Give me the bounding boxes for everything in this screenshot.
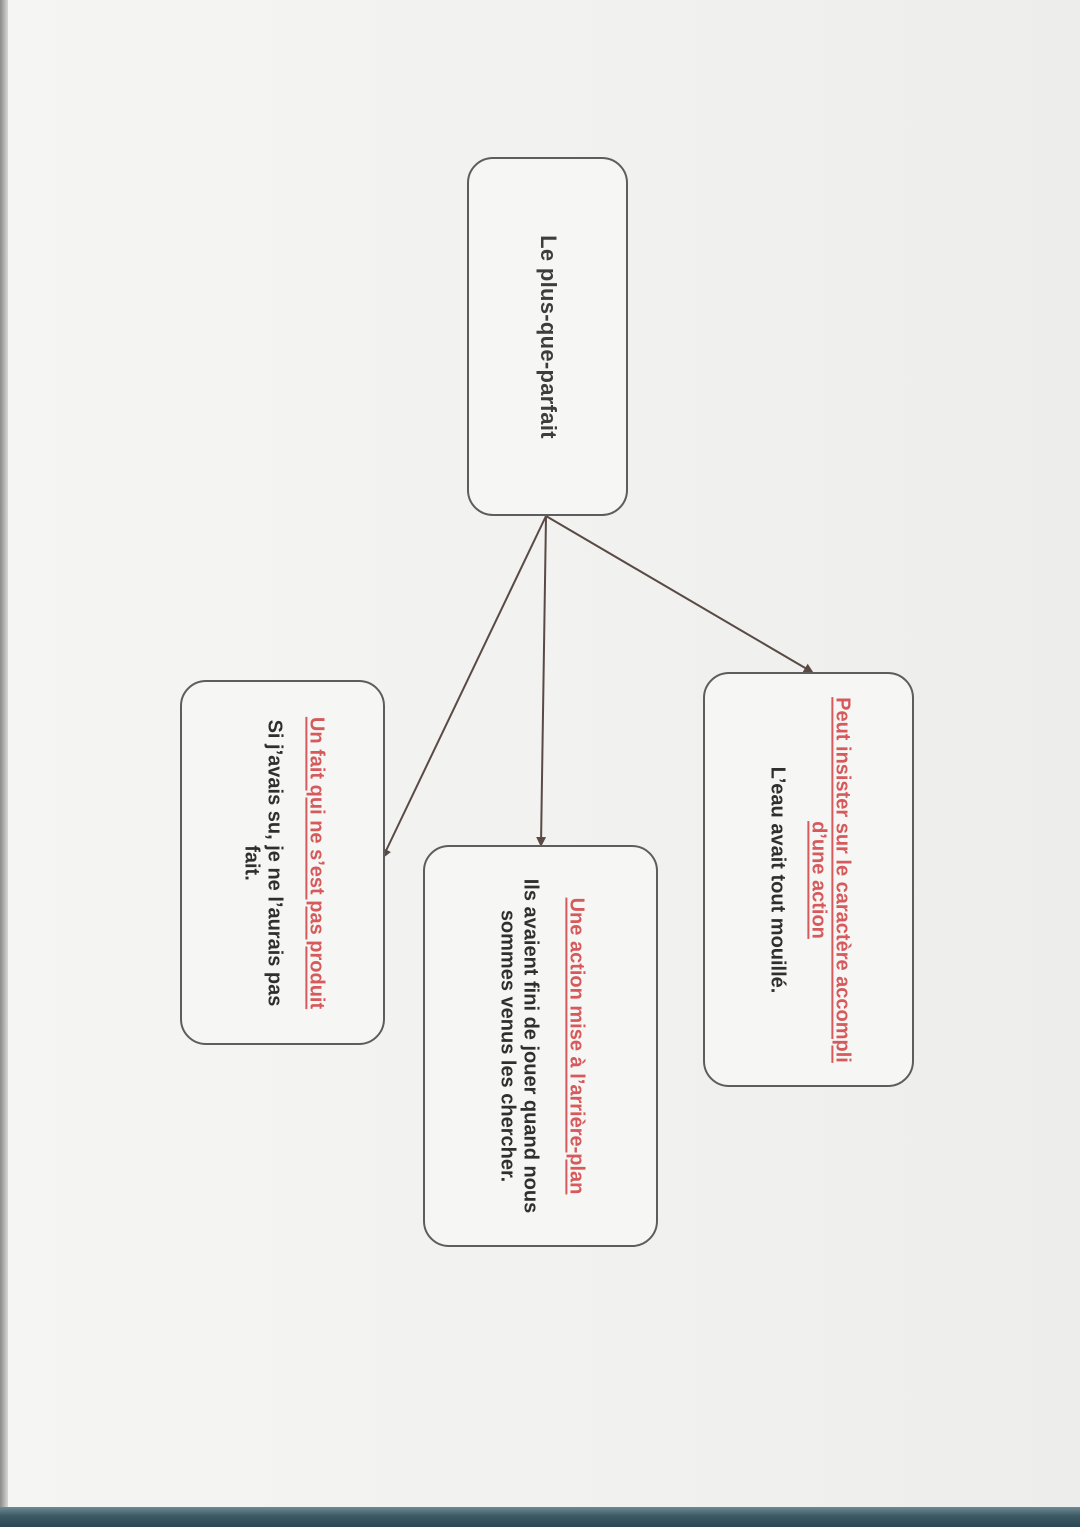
box-arriere-plan-content: Une action mise à l’arrière-plan Ils ava… bbox=[494, 866, 587, 1226]
box-fait-non-produit: Un fait qui ne s’est pas produit Si j’av… bbox=[180, 680, 385, 1045]
arrow-to-box-accompli bbox=[545, 515, 814, 674]
page-shadow-edge bbox=[0, 0, 8, 1527]
box-arriere-plan-heading: Une action mise à l’arrière-plan bbox=[564, 897, 587, 1195]
root-title: Le plus-que-parfait bbox=[535, 234, 561, 439]
box-arriere-plan: Une action mise à l’arrière-plan Ils ava… bbox=[423, 845, 658, 1247]
root-box: Le plus-que-parfait bbox=[467, 157, 628, 516]
box-fait-non-produit-example: Si j’avais su, je ne l’aurais pas fait. bbox=[239, 719, 286, 1006]
bottom-background-strip bbox=[0, 1507, 1080, 1527]
arrow-to-box-fait-non-produit bbox=[381, 515, 547, 859]
arrow-to-box-arriere-plan bbox=[536, 515, 547, 847]
box-accompli-heading: Peut insister sur le caractère accompli … bbox=[807, 696, 853, 1063]
box-fait-non-produit-content: Un fait qui ne s’est pas produit Si j’av… bbox=[238, 703, 327, 1023]
box-accompli-content: Peut insister sur le caractère accompli … bbox=[764, 690, 853, 1070]
box-accompli-example: L’eau avait tout mouillé. bbox=[765, 766, 788, 993]
box-accompli: Peut insister sur le caractère accompli … bbox=[703, 672, 914, 1087]
box-arriere-plan-example: Ils avaient fini de jouer quand nous som… bbox=[495, 878, 542, 1214]
box-fait-non-produit-heading: Un fait qui ne s’est pas produit bbox=[304, 716, 327, 1009]
